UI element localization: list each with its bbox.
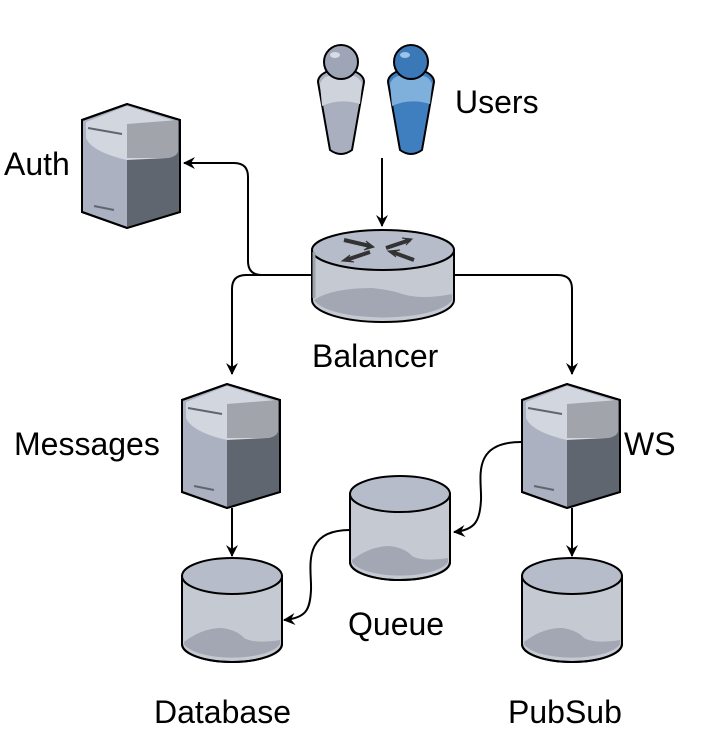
edge-balancer-ws	[454, 274, 578, 375]
edge-balancer-auth	[183, 157, 312, 276]
label-balancer: Balancer	[312, 338, 439, 374]
user-blue-icon	[386, 44, 436, 155]
edges	[183, 157, 578, 625]
ws-server-icon[interactable]	[521, 382, 621, 510]
label-messages: Messages	[14, 426, 160, 462]
label-database: Database	[154, 694, 291, 730]
label-auth: Auth	[4, 146, 70, 182]
balancer-router-icon[interactable]	[311, 229, 455, 323]
label-pubsub: PubSub	[508, 694, 622, 730]
auth-server-icon[interactable]	[81, 102, 181, 230]
messages-server-icon[interactable]	[181, 382, 281, 510]
label-ws: WS	[624, 426, 676, 462]
database-icon[interactable]	[181, 557, 283, 663]
edge-ws-queue	[453, 441, 522, 537]
label-users: Users	[455, 84, 539, 120]
label-queue: Queue	[348, 606, 445, 642]
user-gray-icon	[316, 44, 366, 155]
pubsub-database-icon[interactable]	[521, 557, 623, 663]
router-arrows-icon	[340, 237, 415, 263]
queue-database-icon[interactable]	[349, 475, 451, 581]
edge-queue-database	[283, 529, 351, 625]
edge-balancer-messages	[226, 274, 312, 375]
users-icon[interactable]	[316, 44, 436, 155]
